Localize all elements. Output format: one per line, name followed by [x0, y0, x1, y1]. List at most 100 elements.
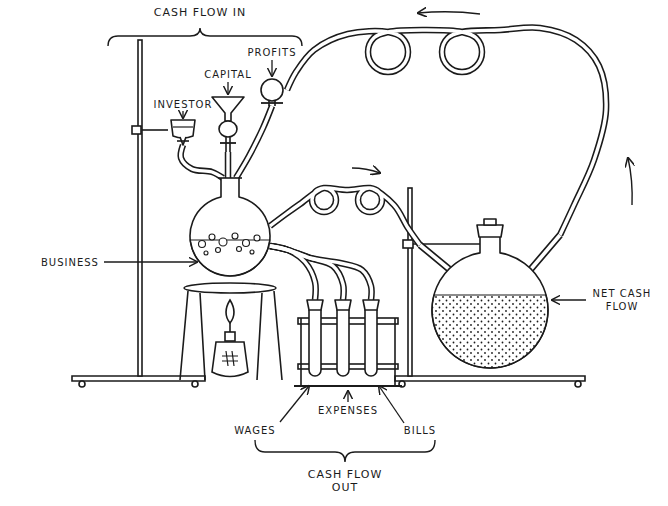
bills-test-tube: BILLS	[362, 300, 380, 378]
bubble	[243, 240, 250, 247]
tube-stopper	[363, 300, 379, 310]
spirit-burner	[225, 332, 235, 341]
test-tube-glass	[337, 310, 349, 376]
bubble	[209, 234, 215, 240]
left-stand	[138, 40, 142, 376]
leader-arrow	[271, 60, 272, 76]
leader-arrow	[104, 261, 197, 262]
left-stand	[192, 381, 198, 387]
leader-arrow	[379, 386, 404, 423]
tube-bore	[270, 246, 344, 300]
tube-bore	[181, 145, 223, 178]
glass-tube	[270, 188, 420, 245]
tripod-stand	[180, 291, 282, 380]
glass-tube	[181, 145, 223, 178]
net-flask: NET CASH FLOW	[420, 225, 560, 370]
test-tube-glass	[309, 310, 321, 376]
flask-glass	[432, 237, 548, 368]
left-stand	[142, 129, 168, 131]
investor-beaker: INVESTOR	[168, 119, 198, 145]
stopcock	[261, 102, 283, 104]
glass-tube	[236, 106, 272, 178]
vessel-label: NET CASH FLOW	[588, 287, 656, 313]
liquid-surface	[190, 240, 270, 276]
group-heading: CASH FLOW OUT	[300, 468, 390, 494]
bubble	[204, 251, 208, 255]
right-stand	[395, 188, 585, 387]
capital-funnel: CAPITAL	[212, 96, 244, 152]
tube-layer	[181, 27, 606, 300]
leader-arrow	[280, 386, 309, 422]
flask-stopper	[477, 225, 503, 237]
tube-bore	[270, 246, 316, 300]
tripod-stand	[184, 283, 276, 293]
vessel-outline	[362, 300, 380, 378]
flow-direction-arrow	[418, 12, 480, 14]
funnel-glass	[212, 97, 244, 121]
tube-bore	[236, 106, 272, 178]
profits-bulb: PROFITS	[257, 78, 287, 106]
vessel-label: INVESTOR	[143, 98, 223, 111]
tube-stopper	[307, 300, 323, 310]
business-flask: BUSINESS	[190, 178, 270, 278]
leader-arrow	[347, 391, 348, 402]
liquid-level	[173, 126, 193, 127]
bracket	[255, 440, 435, 462]
vessel-label: PROFITS	[232, 46, 312, 59]
test-tube-glass	[365, 310, 377, 376]
vessel-outline	[168, 119, 198, 145]
left-stand	[72, 40, 205, 387]
spirit-burner	[229, 323, 231, 332]
vessel-outline	[212, 96, 244, 152]
bubble	[254, 235, 260, 241]
bulb-glass	[261, 79, 283, 101]
vessel-label: WAGES	[220, 424, 290, 437]
funnel-stem	[226, 137, 230, 152]
left-stand	[132, 126, 141, 134]
bubble	[237, 247, 242, 252]
wages-test-tube: WAGES	[306, 300, 324, 378]
stopcock	[220, 142, 236, 144]
stopper-knob	[484, 219, 496, 225]
tube-layer	[181, 27, 606, 300]
leader-arrow	[227, 82, 228, 94]
tripod-stand	[180, 283, 282, 380]
vessel-outline	[190, 178, 270, 278]
bubble	[232, 233, 238, 239]
leader-arrow	[104, 60, 586, 423]
flow-direction-arrow	[352, 168, 380, 173]
vessel-outline	[420, 225, 560, 370]
liquid	[432, 295, 548, 368]
vessel-outline	[306, 300, 324, 378]
vessel-label: BILLS	[390, 424, 450, 437]
spirit-burner	[212, 342, 248, 377]
right-stand	[403, 240, 413, 248]
leader-arrow	[182, 111, 183, 118]
tube-bore	[270, 188, 420, 245]
tube-bore	[226, 152, 229, 178]
bracket	[108, 28, 302, 46]
bubble	[199, 241, 206, 248]
group-heading: CASH FLOW IN	[140, 6, 260, 19]
spirit-burner	[222, 351, 238, 366]
stopcock	[177, 140, 189, 142]
vessel-label: BUSINESS	[30, 256, 110, 269]
glass-tube	[270, 246, 372, 300]
flow-direction-arrow	[628, 158, 632, 205]
bubble	[219, 238, 227, 246]
funnel-bulb	[219, 121, 237, 137]
vessel-outline	[257, 78, 287, 106]
right-stand	[395, 376, 585, 381]
vessel-label: EXPENSES	[308, 404, 388, 417]
rack-base	[294, 385, 402, 387]
flask-glass	[190, 178, 270, 276]
flask-lip	[218, 177, 242, 179]
left-stand	[79, 381, 85, 387]
beaker-glass	[171, 120, 195, 138]
right-stand	[575, 381, 581, 387]
glass-tube	[225, 152, 232, 178]
bubble	[216, 248, 221, 253]
right-stand	[408, 188, 412, 376]
